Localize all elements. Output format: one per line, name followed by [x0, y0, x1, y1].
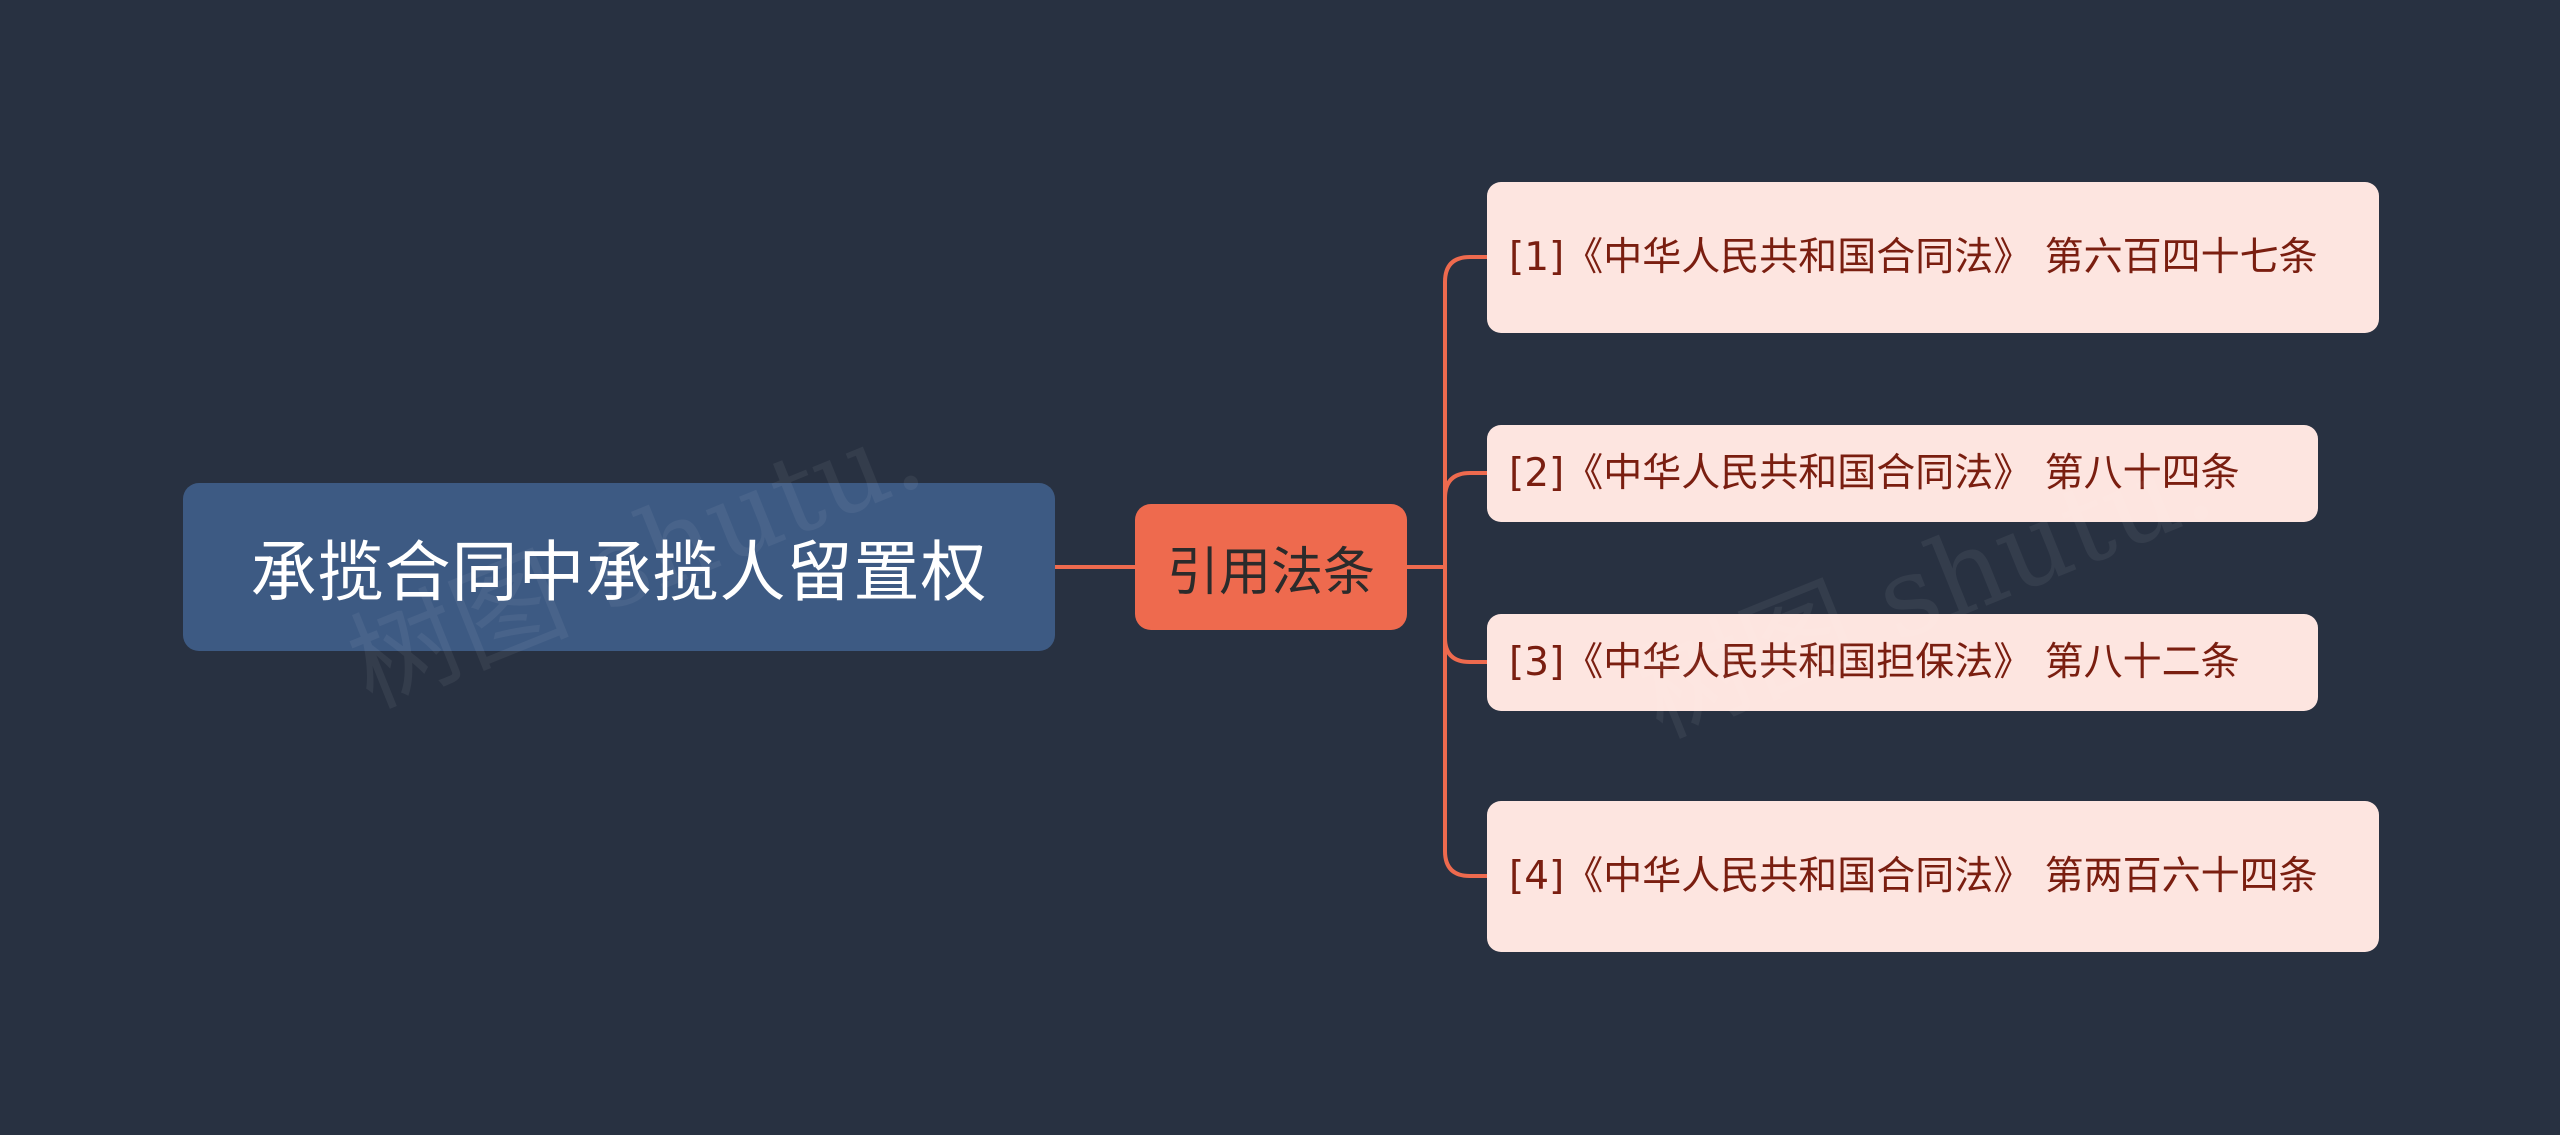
leaf-topic-node[interactable]: [1]《中华人民共和国合同法》 第六百四十七条	[1487, 182, 2379, 333]
leaf-topic-label: [2]《中华人民共和国合同法》 第八十四条	[1509, 451, 2240, 496]
connector-to-leaf-2	[1443, 471, 1487, 567]
leaf-topic-label: [4]《中华人民共和国合同法》 第两百六十四条	[1509, 854, 2318, 899]
leaf-topic-node[interactable]: [4]《中华人民共和国合同法》 第两百六十四条	[1487, 801, 2379, 952]
leaf-topic-label: [1]《中华人民共和国合同法》 第六百四十七条	[1509, 235, 2318, 280]
leaf-topic-node[interactable]: [2]《中华人民共和国合同法》 第八十四条	[1487, 425, 2318, 522]
branch-topic-label: 引用法条	[1166, 542, 1375, 603]
leaf-topic-node[interactable]: [3]《中华人民共和国担保法》 第八十二条	[1487, 614, 2318, 711]
connector-to-leaf-3	[1443, 567, 1487, 664]
branch-topic-node[interactable]: 引用法条	[1135, 504, 1407, 630]
connector-to-leaf-1	[1443, 255, 1487, 567]
leaf-topic-label: [3]《中华人民共和国担保法》 第八十二条	[1509, 640, 2240, 685]
root-topic-label: 承揽合同中承揽人留置权	[250, 534, 988, 611]
connector-to-leaf-4	[1443, 567, 1487, 878]
root-topic-node[interactable]: 承揽合同中承揽人留置权	[183, 483, 1055, 651]
